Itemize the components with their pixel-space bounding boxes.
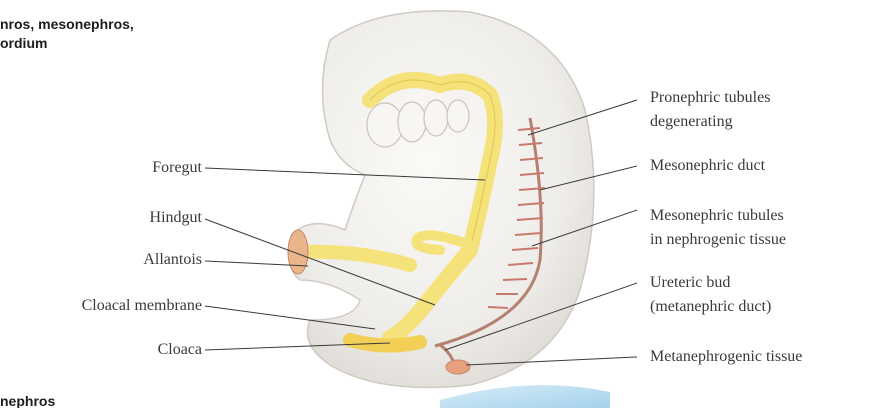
yolk-sac-shape: [440, 385, 610, 408]
label-hindgut: Hindgut: [150, 208, 202, 228]
footer-fragment: nephros: [0, 392, 55, 408]
label-ureteric-bud: Ureteric bud: [650, 273, 730, 293]
label-metanephric-duct: (metanephric duct): [650, 297, 771, 317]
header-fragment-line2: ordium: [0, 34, 47, 52]
label-cloacal-membrane: Cloacal membrane: [82, 296, 202, 316]
label-foregut: Foregut: [152, 158, 202, 178]
metanephrogenic-tissue-shape: [446, 360, 470, 374]
embryo-body-shape: [290, 11, 594, 388]
label-mesonephric-tubules: Mesonephric tubules: [650, 206, 784, 226]
label-pronephric-degenerating: degenerating: [650, 112, 733, 132]
label-cloaca: Cloaca: [158, 340, 202, 360]
label-allantois: Allantois: [143, 250, 202, 270]
header-fragment-line1: nros, mesonephros,: [0, 15, 134, 33]
label-mesonephric-duct: Mesonephric duct: [650, 156, 765, 176]
label-pronephric-tubules: Pronephric tubules: [650, 88, 770, 108]
allantois-tip-shape: [288, 230, 308, 274]
label-nephrogenic-tissue: in nephrogenic tissue: [650, 230, 786, 250]
label-metanephrogenic-tissue: Metanephrogenic tissue: [650, 347, 802, 367]
